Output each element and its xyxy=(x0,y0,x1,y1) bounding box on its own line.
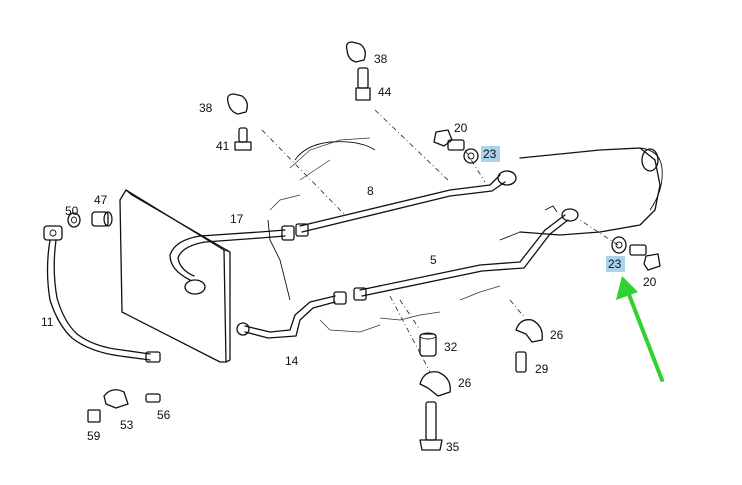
clip-26-bottom xyxy=(419,371,451,397)
callout-23-top: 23 xyxy=(483,147,497,161)
line-17 xyxy=(169,225,295,295)
callout-26-right: 26 xyxy=(550,328,564,342)
callout-50: 50 xyxy=(65,204,79,218)
bolt-56 xyxy=(145,393,161,403)
callout-11: 11 xyxy=(41,315,54,329)
bolt-29 xyxy=(515,351,527,373)
line-14 xyxy=(236,291,347,339)
callout-56: 56 xyxy=(157,408,171,422)
bolt-35 xyxy=(419,401,443,451)
bolt-44 xyxy=(355,87,371,101)
clip-26-right xyxy=(515,319,543,343)
callout-44: 44 xyxy=(378,85,392,99)
hose-11 xyxy=(43,225,161,363)
washer-50 xyxy=(67,212,81,228)
line-8 xyxy=(295,170,517,237)
callout-23-right: 23 xyxy=(608,257,622,271)
callout-17: 17 xyxy=(230,212,244,226)
nut-59 xyxy=(87,409,101,423)
callout-53: 53 xyxy=(120,418,134,432)
washer-23-right xyxy=(611,236,627,254)
callout-5: 5 xyxy=(430,253,437,267)
washer-23-top xyxy=(463,148,479,164)
callout-29: 29 xyxy=(535,362,549,376)
callout-47: 47 xyxy=(94,193,108,207)
highlight-23-right xyxy=(606,256,625,272)
bolt-41 xyxy=(234,127,252,151)
callout-38-left: 38 xyxy=(199,101,213,115)
highlight-23-top xyxy=(481,146,500,162)
bolt-20-right xyxy=(629,244,661,271)
callout-20-top: 20 xyxy=(454,121,468,135)
callout-59: 59 xyxy=(87,429,101,443)
spacer-32 xyxy=(419,332,437,357)
callout-38-top: 38 xyxy=(374,52,388,66)
callout-41: 41 xyxy=(216,139,230,153)
oil-cooler xyxy=(119,189,231,363)
leader-lines xyxy=(261,109,619,373)
callout-35: 35 xyxy=(446,440,460,454)
callout-14: 14 xyxy=(285,354,299,368)
callout-8: 8 xyxy=(367,184,374,198)
callout-32: 32 xyxy=(444,340,458,354)
callout-26-bottom: 26 xyxy=(458,376,472,390)
clip-38-left xyxy=(226,93,248,115)
bracket-53 xyxy=(103,389,129,409)
green-pointer-arrow xyxy=(616,276,664,382)
callout-20-right: 20 xyxy=(643,275,657,289)
fitting-47 xyxy=(91,211,113,227)
transmission-housing xyxy=(267,137,663,333)
clip-38-top xyxy=(345,41,369,89)
line-5 xyxy=(353,205,579,301)
bolt-20-top xyxy=(433,129,465,151)
